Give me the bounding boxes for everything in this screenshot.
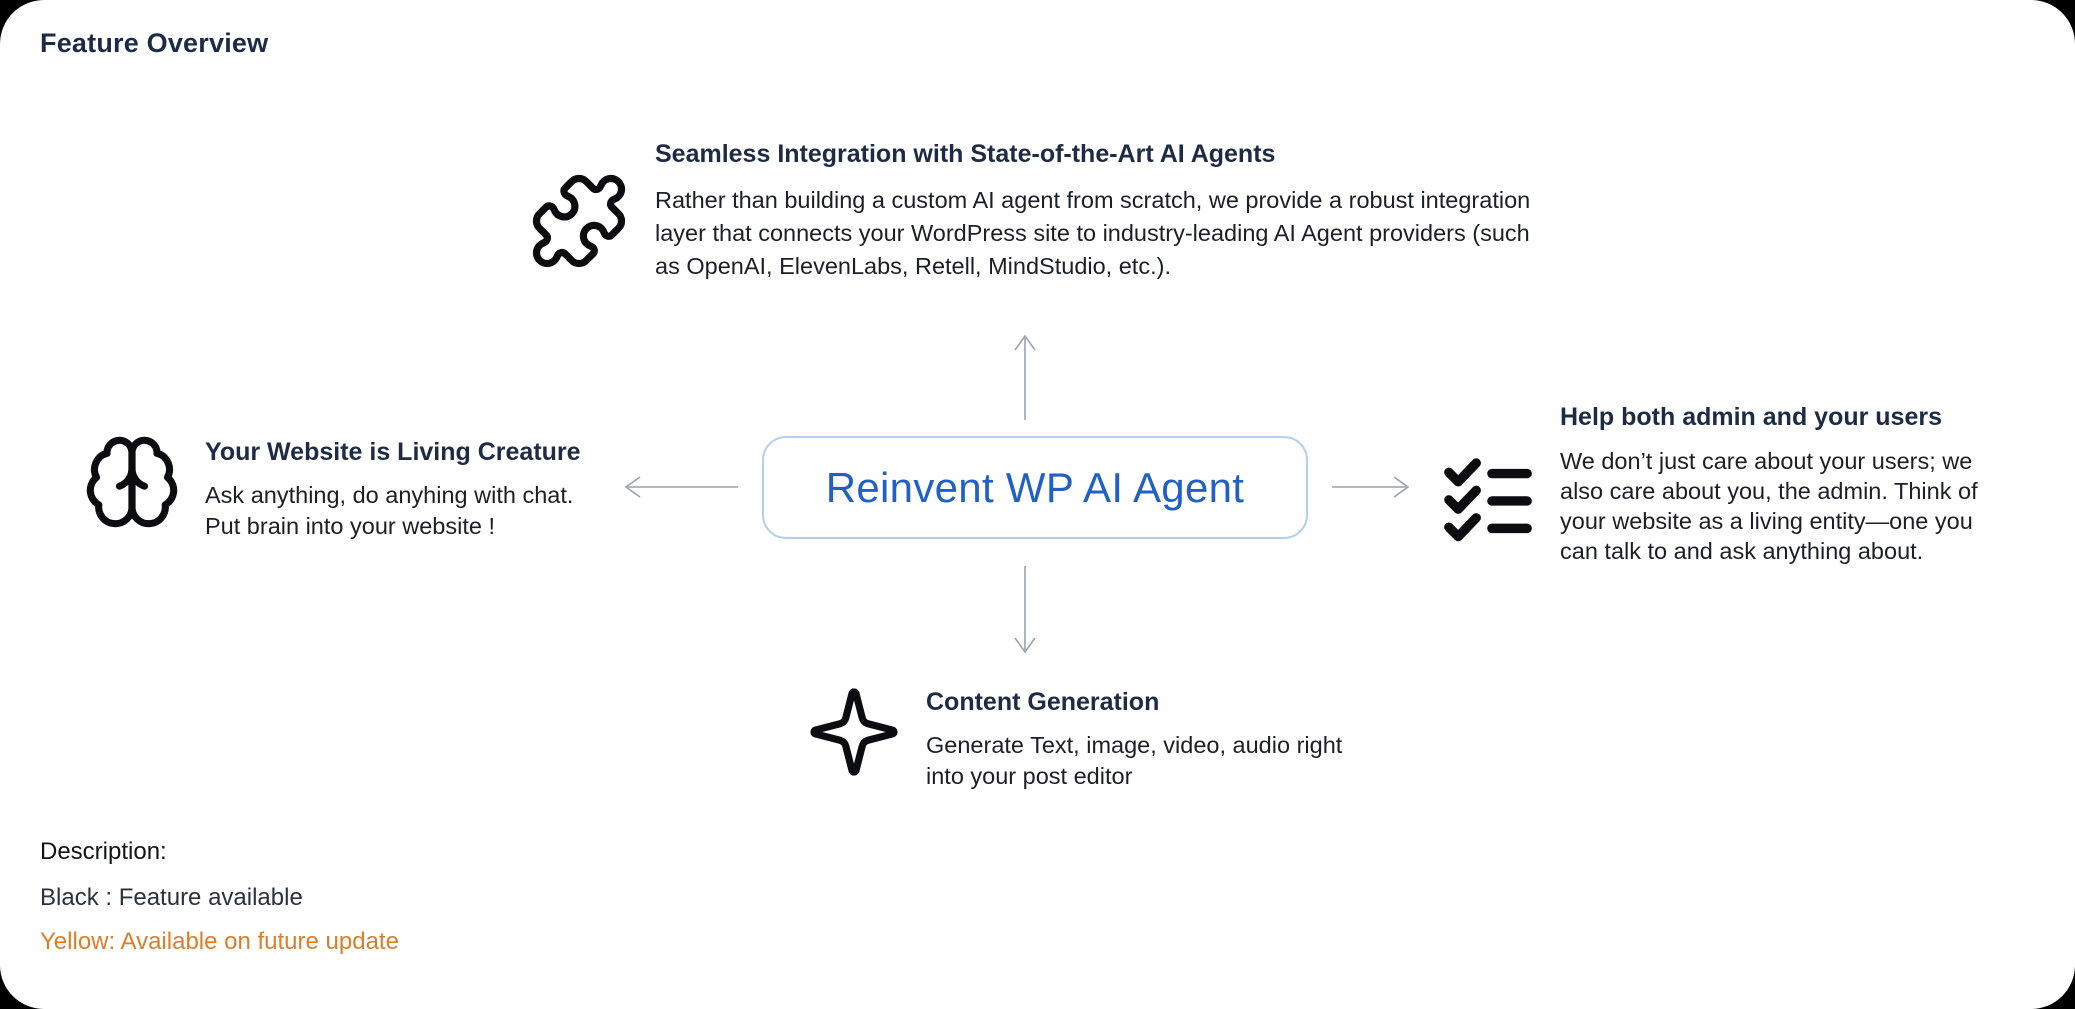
legend-item-future-update: Yellow: Available on future update [40, 928, 399, 955]
feature-desc-admin-users: We don’t just care about your users; we … [1560, 448, 1978, 564]
feature-title-integration: Seamless Integration with State-of-the-A… [655, 140, 1276, 168]
feature-desc-content-generation: Generate Text, image, video, audio right… [926, 732, 1343, 789]
brain-icon [82, 432, 182, 532]
legend-heading: Description: [40, 838, 167, 865]
puzzle-icon [528, 170, 630, 272]
feature-title-living-creature: Your Website is Living Creature [205, 438, 581, 466]
arrow-down [1014, 566, 1036, 654]
arrow-up [1014, 334, 1036, 420]
legend-item-available: Black : Feature available [40, 884, 303, 911]
page-title: Feature Overview [40, 28, 269, 58]
feature-desc-living-creature: Ask anything, do anyhing with chat. Put … [205, 482, 574, 539]
arrow-left [624, 476, 738, 498]
checklist-icon [1438, 452, 1538, 546]
center-node: Reinvent WP AI Agent [762, 436, 1308, 539]
center-node-label: Reinvent WP AI Agent [825, 463, 1245, 511]
arrow-right [1332, 476, 1410, 498]
feature-desc-integration: Rather than building a custom AI agent f… [655, 187, 1531, 279]
feature-title-content-generation: Content Generation [926, 688, 1160, 716]
sparkle-icon [806, 684, 902, 780]
feature-title-admin-users: Help both admin and your users [1560, 403, 1942, 431]
